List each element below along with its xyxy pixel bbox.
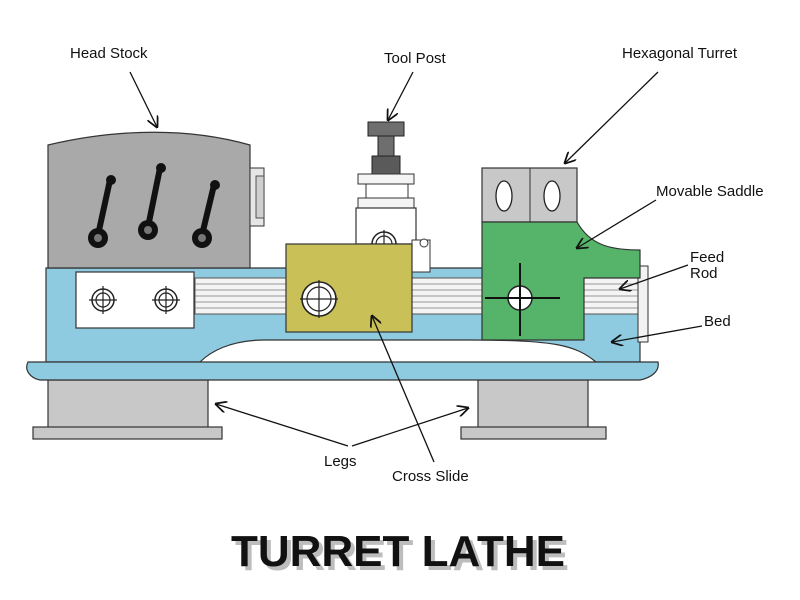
head-stock-arrow: [129, 71, 157, 127]
right-leg: [477, 379, 589, 429]
feed-rod-label-line2: Rod: [690, 265, 718, 282]
feed-rod-label-line1: Feed: [690, 249, 724, 266]
head-stock: [47, 131, 265, 269]
right-leg-foot: [460, 426, 607, 440]
tool-post-arrow: [388, 71, 414, 120]
movable-saddle: [481, 221, 641, 341]
movable-saddle-label: Movable Saddle: [656, 183, 764, 200]
gear-lever: [192, 180, 220, 248]
cross-slide-body: [285, 243, 413, 333]
labels: Head Stock Tool Post Hexagonal Turret Mo…: [70, 45, 764, 485]
legs-arrow-right: [351, 408, 468, 447]
left-leg-foot: [32, 426, 223, 440]
gear-lever: [88, 175, 116, 248]
bed-base: [26, 361, 659, 381]
head-stock-label: Head Stock: [70, 45, 148, 62]
apron-plate: [75, 271, 195, 329]
hexagonal-turret: [481, 167, 578, 223]
tool-post-label: Tool Post: [384, 50, 447, 67]
legs: [32, 379, 607, 440]
head-stock-body: [47, 131, 251, 269]
title-shadow: TURRET LATHE: [235, 531, 569, 580]
bed-arrow: [612, 325, 703, 342]
hexagonal-turret-arrow: [565, 71, 659, 163]
movable-saddle-arrow: [577, 199, 657, 248]
cross-slide: [285, 243, 413, 333]
legs-label: Legs: [324, 453, 357, 470]
tool-post: [355, 121, 431, 273]
cross-slide-label: Cross Slide: [392, 468, 469, 485]
title-text: TURRET LATHE: [231, 527, 565, 576]
rod-end-bracket: [637, 265, 649, 343]
legs-arrow-left: [216, 404, 349, 447]
diagram-title: TURRET LATHE TURRET LATHE: [231, 527, 569, 580]
gear-lever: [138, 163, 166, 240]
label-arrows: [129, 71, 703, 463]
cross-slide-arrow: [372, 316, 435, 463]
bed-label: Bed: [704, 313, 731, 330]
hexagonal-turret-label: Hexagonal Turret: [622, 45, 738, 62]
feed-rod-arrow: [620, 264, 689, 289]
left-leg: [47, 379, 209, 429]
